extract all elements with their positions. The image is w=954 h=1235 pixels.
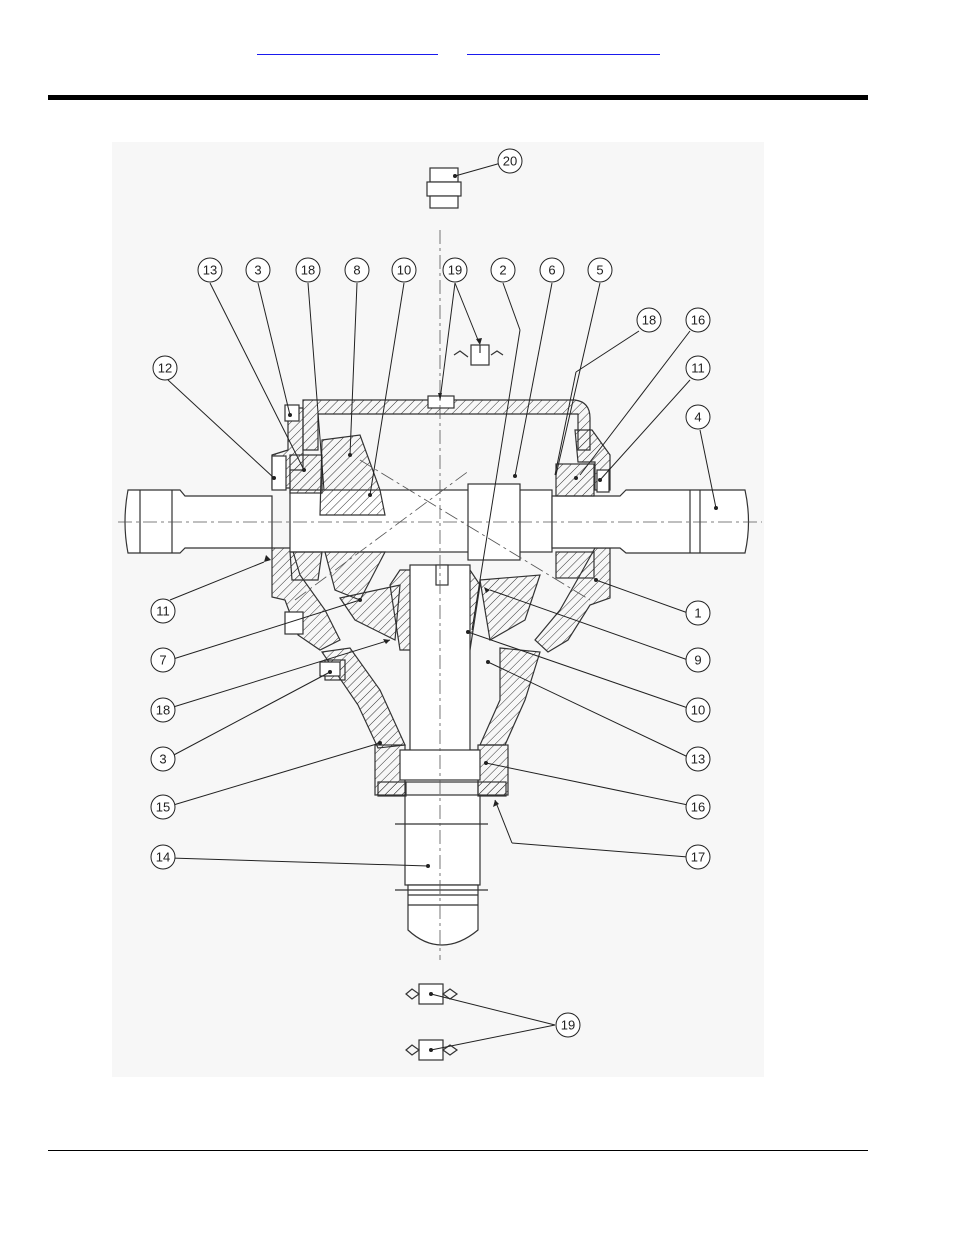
- callout-label: 2: [499, 263, 506, 278]
- callout-label: 10: [691, 703, 705, 718]
- callout-label: 19: [561, 1018, 575, 1033]
- callout-label: 16: [691, 313, 705, 328]
- callout-circle: [150, 844, 176, 870]
- callout-label: 18: [301, 263, 315, 278]
- callout-label: 18: [156, 703, 170, 718]
- callout-circle: [685, 746, 711, 772]
- callout-circle: [497, 148, 523, 174]
- callout-circle: [152, 355, 178, 381]
- callout-11: 11: [150, 598, 176, 624]
- callout-circle: [685, 844, 711, 870]
- callout-circle: [685, 794, 711, 820]
- callout-13: 13: [197, 257, 223, 283]
- callout-17: 17: [685, 844, 711, 870]
- header-rule: [48, 95, 868, 100]
- callout-circle: [636, 307, 662, 333]
- callout-circle: [685, 697, 711, 723]
- callout-circle: [344, 257, 370, 283]
- callout-8: 8: [344, 257, 370, 283]
- callout-label: 15: [156, 800, 170, 815]
- callout-circle: [295, 257, 321, 283]
- nav-link-right[interactable]: [467, 38, 660, 55]
- callout-circle: [685, 404, 711, 430]
- nav-link-left[interactable]: [257, 38, 438, 55]
- callout-label: 13: [203, 263, 217, 278]
- callout-13: 13: [685, 746, 711, 772]
- callout-label: 19: [448, 263, 462, 278]
- callout-circle: [685, 355, 711, 381]
- callout-circle: [150, 647, 176, 673]
- callout-label: 9: [694, 653, 701, 668]
- callout-circle: [685, 647, 711, 673]
- breather-fitting: [426, 167, 462, 209]
- callout-label: 1: [694, 606, 701, 621]
- callout-label: 17: [691, 850, 705, 865]
- callout-10: 10: [685, 697, 711, 723]
- callout-9: 9: [685, 647, 711, 673]
- callout-circle: [150, 746, 176, 772]
- callout-circle: [150, 794, 176, 820]
- callout-18: 18: [295, 257, 321, 283]
- leader-arrowheads: [264, 174, 718, 1052]
- callout-12: 12: [152, 355, 178, 381]
- footer-rule: [48, 1150, 868, 1151]
- callout-label: 8: [353, 263, 360, 278]
- callout-20: 20: [497, 148, 523, 174]
- callout-1: 1: [685, 600, 711, 626]
- callout-circle: [490, 257, 516, 283]
- callout-label: 4: [694, 410, 701, 425]
- callout-circle: [539, 257, 565, 283]
- callout-2: 2: [490, 257, 516, 283]
- callout-label: 10: [397, 263, 411, 278]
- callout-circle: [245, 257, 271, 283]
- callout-circle: [150, 598, 176, 624]
- callout-19: 19: [442, 257, 468, 283]
- callout-label: 12: [158, 361, 172, 376]
- callout-6: 6: [539, 257, 565, 283]
- callout-label: 3: [159, 752, 166, 767]
- callout-circle: [391, 257, 417, 283]
- callout-circle: [587, 257, 613, 283]
- callout-circle: [150, 697, 176, 723]
- callout-label: 20: [503, 154, 517, 169]
- callout-7: 7: [150, 647, 176, 673]
- center-lines: [118, 230, 762, 960]
- callout-circle: [685, 600, 711, 626]
- callout-4: 4: [685, 404, 711, 430]
- callout-label: 14: [156, 850, 170, 865]
- callout-label: 7: [159, 653, 166, 668]
- callout-label: 3: [254, 263, 261, 278]
- callout-16: 16: [685, 307, 711, 333]
- callout-14: 14: [150, 844, 176, 870]
- callout-5: 5: [587, 257, 613, 283]
- plug-detail-top: [453, 344, 504, 366]
- callout-circle: [442, 257, 468, 283]
- callout-label: 18: [642, 313, 656, 328]
- callout-label: 6: [548, 263, 555, 278]
- callout-10: 10: [391, 257, 417, 283]
- callout-circle: [555, 1012, 581, 1038]
- callout-3: 3: [245, 257, 271, 283]
- callout-18: 18: [150, 697, 176, 723]
- callout-label: 11: [691, 361, 705, 376]
- callout-16: 16: [685, 794, 711, 820]
- callout-label: 11: [156, 604, 170, 619]
- gearbox-drawing: [124, 167, 750, 1061]
- callout-circle: [685, 307, 711, 333]
- callout-label: 5: [596, 263, 603, 278]
- callout-3: 3: [150, 746, 176, 772]
- callout-15: 15: [150, 794, 176, 820]
- callout-18: 18: [636, 307, 662, 333]
- callout-label: 13: [691, 752, 705, 767]
- callout-11: 11: [685, 355, 711, 381]
- callout-circle: [197, 257, 223, 283]
- callout-label: 16: [691, 800, 705, 815]
- leader-lines: [167, 162, 717, 1051]
- callout-19: 19: [555, 1012, 581, 1038]
